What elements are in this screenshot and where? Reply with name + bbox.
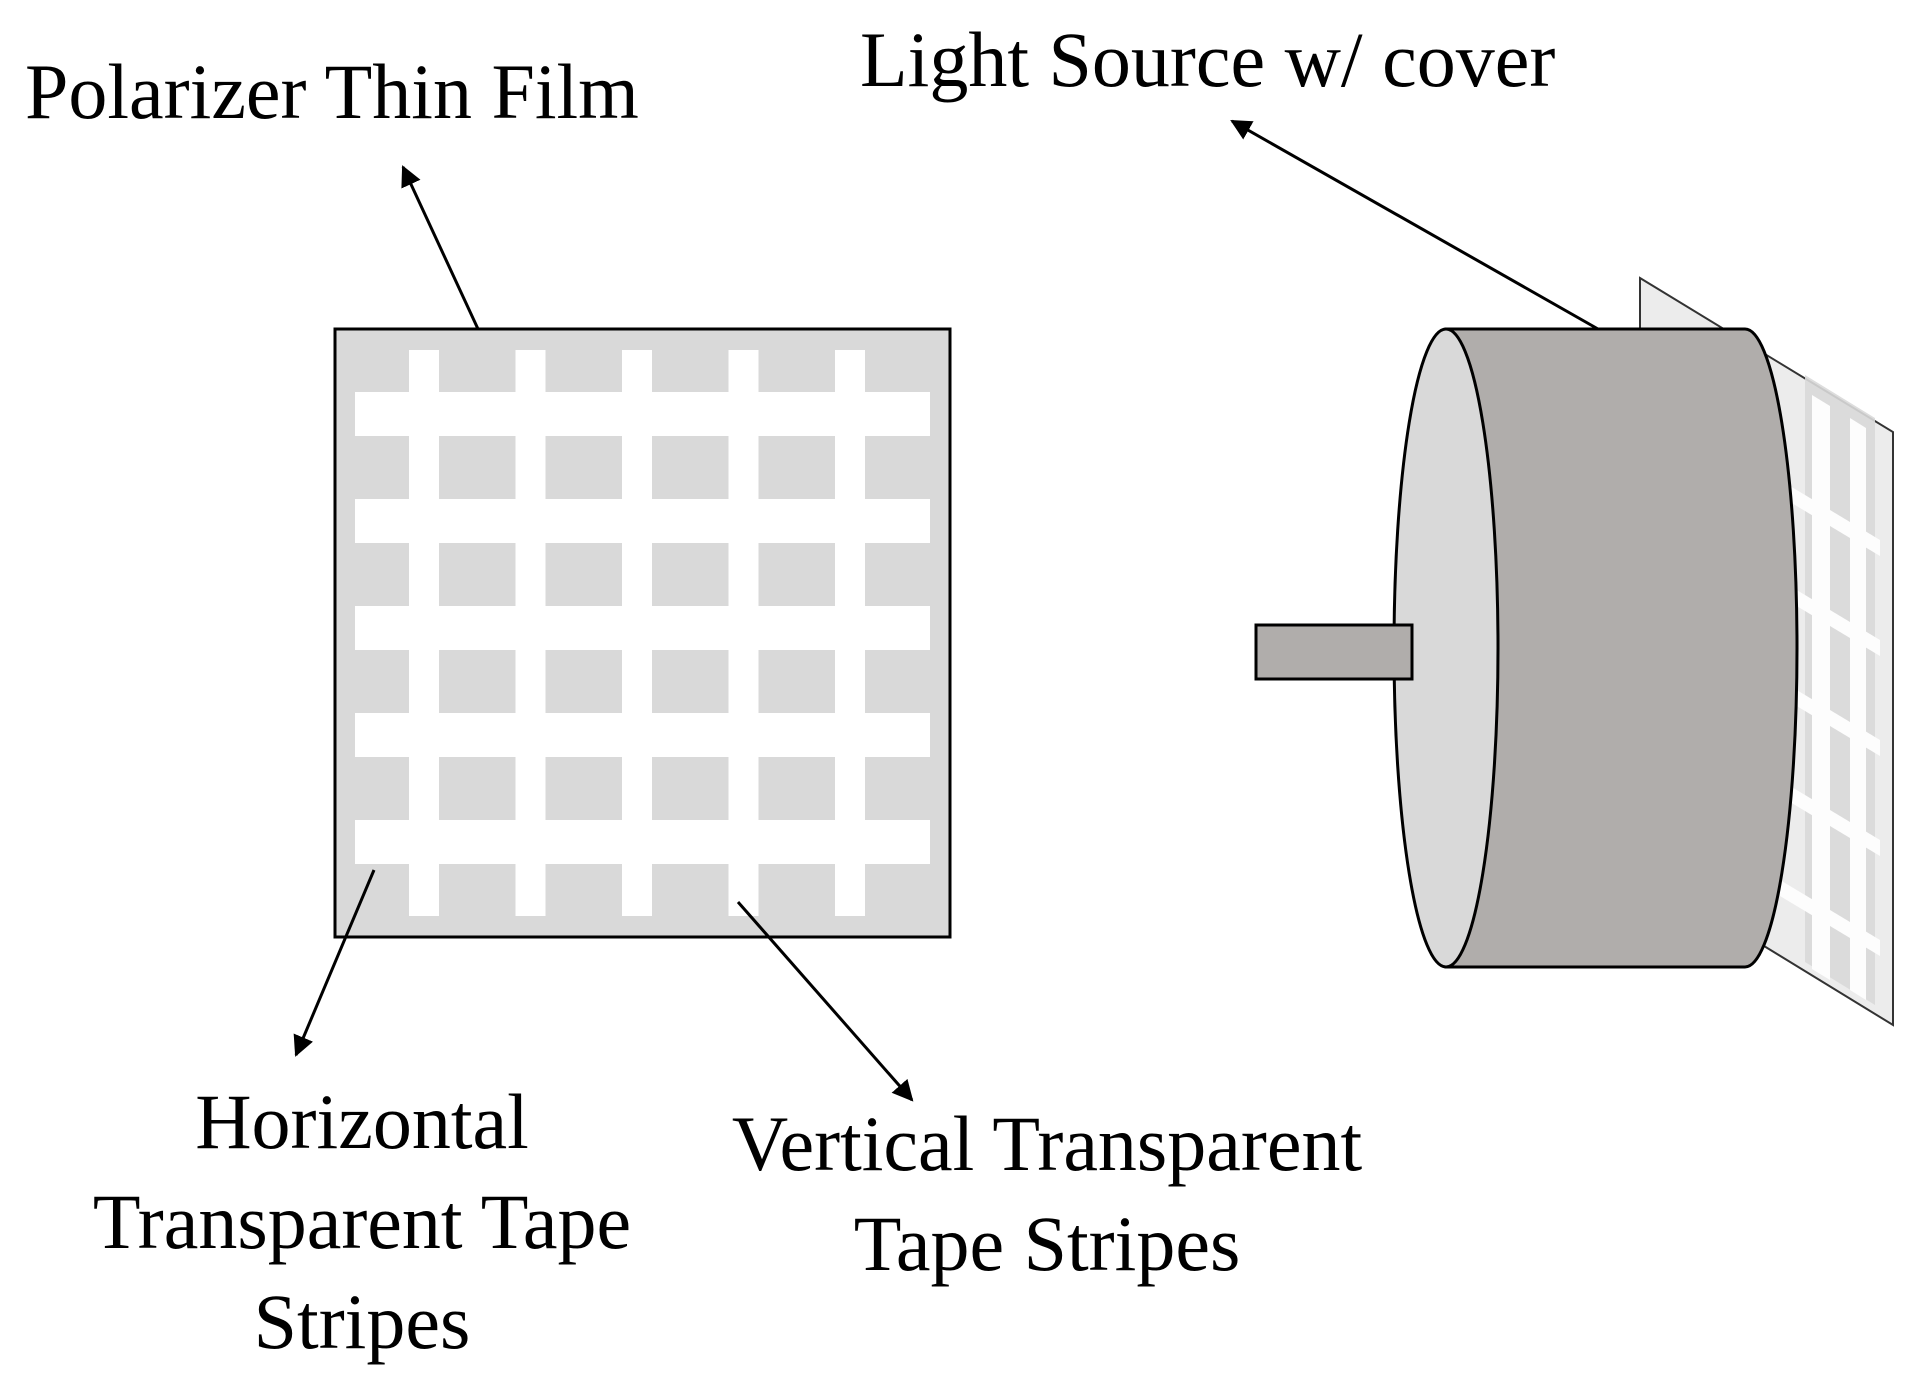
polarizer-film <box>333 327 952 939</box>
light-source <box>1254 276 1894 1027</box>
label-vertical-stripes-line2: Tape Stripes <box>854 1200 1241 1287</box>
arrow-horizontal-stripes <box>293 869 376 1057</box>
vertical-tape-stripe <box>622 350 652 916</box>
rear-film-stripes <box>1780 375 1880 1005</box>
arrow-light-source <box>1230 119 1599 331</box>
arrow-polarizer <box>401 165 480 330</box>
label-polarizer-film: Polarizer Thin Film <box>25 48 639 135</box>
arrow-vertical-stripes <box>736 901 914 1102</box>
label-horizontal-stripes-line3: Stripes <box>254 1278 471 1365</box>
label-horizontal-stripes-line1: Horizontal <box>195 1078 529 1165</box>
label-horizontal-stripes-line2: Transparent Tape <box>93 1178 631 1265</box>
label-light-source: Light Source w/ cover <box>860 16 1555 103</box>
vertical-tape-stripe <box>728 350 759 916</box>
light-source-knob <box>1254 623 1414 681</box>
vertical-tape-stripe <box>409 350 439 916</box>
vertical-tape-stripe <box>835 350 865 916</box>
cylinder-body <box>1444 327 1799 969</box>
vertical-tape-stripes <box>409 350 865 916</box>
label-vertical-stripes-line1: Vertical Transparent <box>732 1100 1363 1187</box>
vertical-tape-stripe <box>515 350 546 916</box>
